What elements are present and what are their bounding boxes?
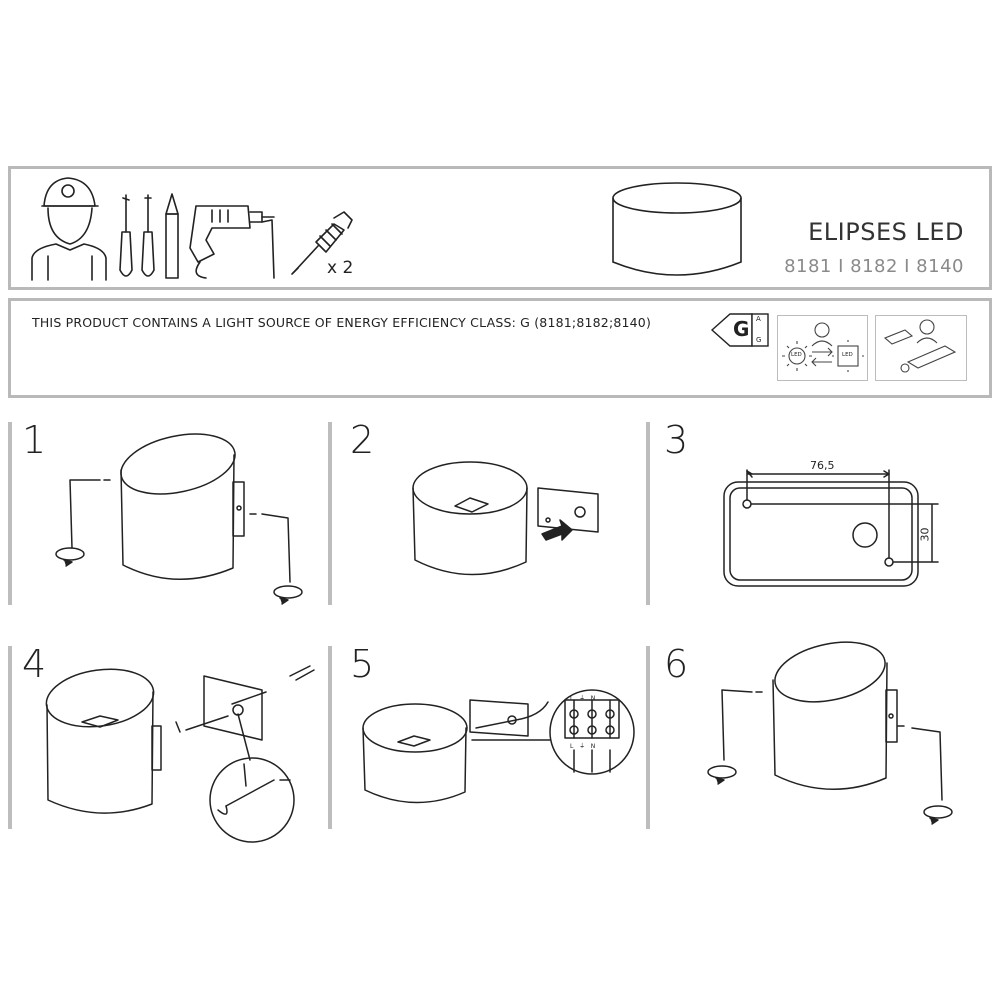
rotate-arrow-icon — [55, 547, 85, 567]
step-1-illustration — [55, 433, 303, 605]
step-number-6: 6 — [664, 642, 689, 686]
allen-key-icon — [721, 689, 753, 761]
screw-dowel-icon — [291, 211, 353, 275]
step-6-illustration — [707, 641, 953, 825]
step-number-3: 3 — [664, 418, 689, 462]
swap-arrows-icon — [811, 347, 833, 367]
allen-key-icon — [261, 219, 275, 279]
step-5-illustration — [362, 689, 635, 804]
product-title: ELIPSES LED — [808, 218, 964, 246]
energy-class-badge — [710, 313, 769, 347]
screwdriver-icon — [119, 194, 133, 277]
screw-icon — [231, 691, 267, 705]
led-sun-icon — [782, 341, 812, 371]
led-module-icon — [832, 340, 864, 372]
step-4-illustration — [45, 665, 315, 843]
drill-bit-icon — [217, 779, 275, 815]
step-3-illustration — [723, 469, 939, 587]
rotate-arrow-icon — [707, 765, 737, 785]
energy-scale-bottom: G — [756, 336, 762, 344]
screwdriver-icon — [141, 194, 155, 277]
energy-scale-top: A — [756, 315, 761, 323]
push-arrow-icon — [541, 519, 573, 541]
dowel-icon — [289, 665, 315, 681]
dimension-width: 76,5 — [810, 459, 835, 472]
allen-key-icon — [261, 513, 291, 583]
led-replace-box — [777, 315, 868, 381]
step-number-4: 4 — [22, 642, 47, 686]
step-divider — [646, 646, 650, 829]
technician-icon — [811, 322, 833, 347]
step-divider — [646, 422, 650, 605]
step-number-1: 1 — [22, 418, 47, 462]
pencil-icon — [165, 193, 179, 279]
rotate-arrow-icon — [923, 805, 953, 825]
driver-icon — [883, 329, 957, 373]
step-divider — [8, 646, 12, 829]
rotate-arrow-icon — [273, 585, 303, 605]
terminal-label-top: L ⏚ N — [570, 695, 596, 702]
drill-icon — [189, 205, 275, 279]
screw-icon — [175, 715, 229, 733]
led-label-left: LED — [791, 352, 802, 358]
allen-key-icon — [69, 479, 101, 549]
step-number-2: 2 — [350, 418, 375, 462]
step-number-5: 5 — [350, 642, 375, 686]
technician-icon — [916, 319, 938, 344]
dimension-height: 30 — [918, 527, 932, 542]
driver-replace-box — [875, 315, 967, 381]
energy-box — [8, 298, 992, 398]
step-divider — [328, 422, 332, 605]
header-box — [8, 166, 992, 290]
terminal-label-bottom: L ⏚ N — [570, 743, 596, 750]
quantity-label: x 2 — [327, 258, 354, 278]
product-codes: 8181 I 8182 I 8140 — [784, 256, 964, 277]
led-label-right: LED — [842, 352, 853, 358]
step-divider — [328, 646, 332, 829]
allen-key-icon — [911, 727, 943, 801]
step-divider — [8, 422, 12, 605]
energy-class-letter: G — [733, 317, 750, 341]
energy-notice: THIS PRODUCT CONTAINS A LIGHT SOURCE OF … — [32, 315, 652, 330]
product-drum-icon — [612, 182, 742, 276]
installer-icon — [31, 177, 107, 281]
step-2-illustration — [412, 461, 599, 576]
